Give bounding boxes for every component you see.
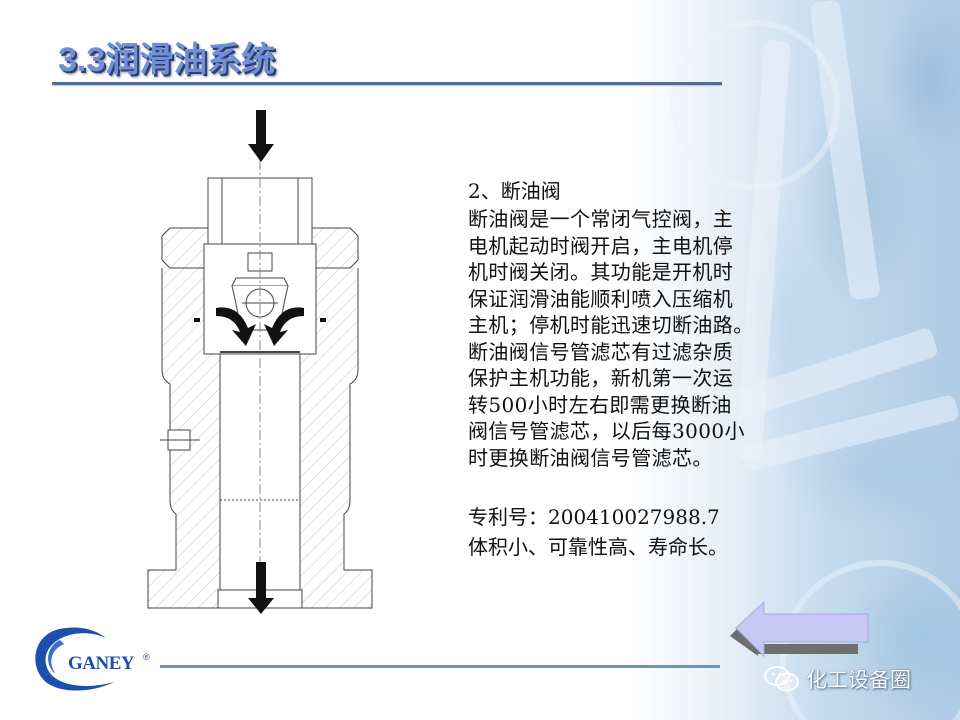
features-line: 体积小、可靠性高、寿命长。 [468,535,728,559]
patent-block: 专利号：200410027988.7 体积小、可靠性高、寿命长。 [468,502,728,562]
watermark: 化工设备圈 [764,664,911,694]
title-divider [52,82,722,85]
description-line: 机时阀关闭。其功能是开机时 [468,260,734,284]
footer-divider [160,665,720,668]
registered-mark: ® [143,652,150,662]
back-arrow-button[interactable] [728,600,873,666]
ganey-logo: GANEY ® [26,620,166,700]
patent-number: 专利号：200410027988.7 [468,505,720,529]
logo-brand-text: GANEY [68,653,135,674]
description-paragraph: 断油阀是一个常闭气控阀，主 电机起动时阀开启，主电机停 机时阀关闭。其功能是开机… [468,206,808,471]
background-machinery-image [630,0,960,720]
flow-arrows [216,307,304,346]
outlet-arrow-icon [248,562,274,614]
inlet-arrow-icon [248,110,274,162]
description-line: 电机起动时阀开启，主电机停 [468,233,734,258]
description-line: 保证润滑油能顺利喷入压缩机 [468,286,734,311]
section-heading: 2、断油阀 [468,179,561,203]
description-line: 时更换断油阀信号管滤芯。 [468,445,713,470]
left-arrow-icon [730,600,869,658]
valve-cross-section-diagram [147,110,373,614]
description-block: 2、断油阀 断油阀是一个常闭气控阀，主 电机起动时阀开启，主电机停 机时阀关闭。… [468,176,808,471]
watermark-text: 化工设备圈 [806,668,911,692]
description-line: 阀信号管滤芯，以后每3000小 [468,419,745,443]
description-line: 主机；停机时能迅速切断油路。 [468,313,754,337]
description-line: 断油阀信号管滤芯有过滤杂质 [468,339,734,364]
description-line: 转500小时左右即需更换断油 [468,392,732,417]
description-line: 保护主机功能，新机第一次运 [468,366,734,390]
description-line: 断油阀是一个常闭气控阀，主 [468,207,734,231]
wechat-icon [764,666,799,692]
page-title: 3.3润滑油系统 [58,41,276,79]
logo-swoosh-icon [35,627,114,691]
